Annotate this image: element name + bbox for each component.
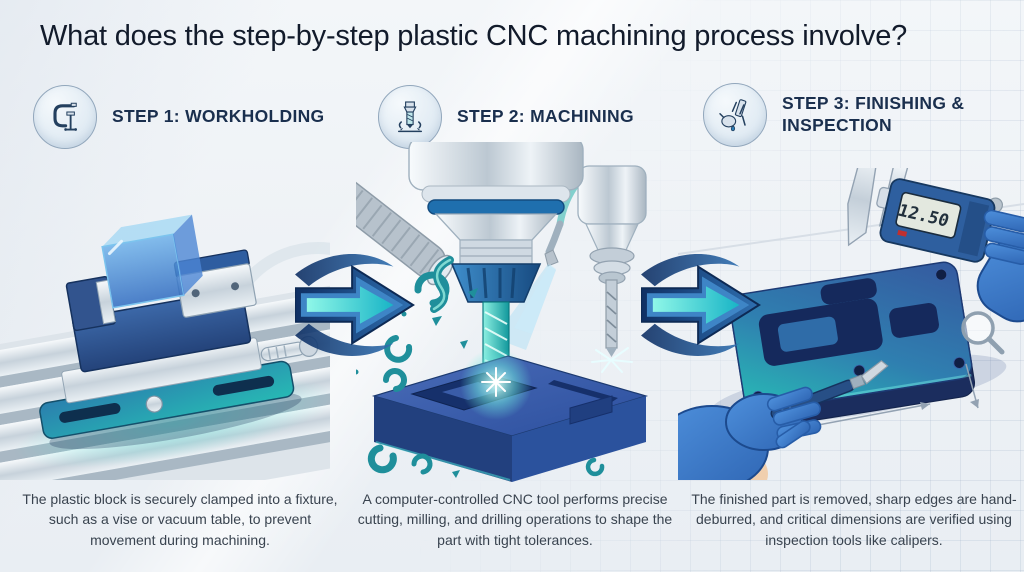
chips bbox=[356, 256, 605, 478]
drill-sparks bbox=[591, 347, 633, 373]
page-title: What does the step-by-step plastic CNC m… bbox=[40, 20, 908, 52]
step1-header: STEP 1: WORKHOLDING bbox=[33, 85, 324, 149]
glove-fingers bbox=[766, 386, 822, 449]
milled-slot bbox=[548, 380, 618, 402]
workpiece-block bbox=[371, 348, 649, 482]
part-pocket-small bbox=[889, 303, 939, 338]
machinist-vise bbox=[39, 214, 319, 450]
caliper-hand-icon-glyph bbox=[719, 99, 747, 132]
caliper-fixed-jaw bbox=[847, 168, 879, 247]
deburring-hand bbox=[678, 360, 889, 480]
base-slot-right bbox=[212, 375, 275, 396]
base-slot-left bbox=[59, 402, 121, 423]
step2-header: STEP 2: MACHINING bbox=[378, 85, 634, 149]
caliper-holding-hand bbox=[976, 209, 1024, 323]
step1-description: The plastic block is securely clamped in… bbox=[22, 491, 338, 548]
step1-label: STEP 1: WORKHOLDING bbox=[112, 106, 325, 127]
workholding-illustration bbox=[0, 214, 330, 480]
arrow-step1-to-step2 bbox=[295, 254, 415, 356]
caliper-hand-icon bbox=[703, 83, 767, 147]
step3-label: STEP 3: FINISHING & INSPECTION bbox=[782, 93, 965, 135]
milled-step bbox=[569, 395, 613, 425]
base-bolt bbox=[145, 395, 163, 413]
spindle-blue-ring bbox=[427, 199, 565, 215]
end-mill-icon bbox=[378, 85, 442, 149]
cutting-sparkle bbox=[481, 367, 511, 397]
arrow-step2-to-step3 bbox=[641, 254, 761, 356]
step2-description: A computer-controlled CNC tool performs … bbox=[357, 491, 673, 548]
part-pocket-top bbox=[820, 278, 877, 305]
vise-shadow bbox=[49, 392, 302, 450]
c-clamp-icon-glyph bbox=[53, 102, 77, 131]
magnifier-icon bbox=[961, 311, 1005, 355]
part-pocket-island bbox=[777, 316, 838, 352]
caliper-power-button bbox=[897, 229, 908, 237]
drill-bit bbox=[605, 279, 618, 357]
c-clamp-icon bbox=[33, 85, 97, 149]
end-mill-icon-glyph bbox=[398, 101, 422, 133]
caliper-grip bbox=[957, 201, 990, 257]
plastic-block bbox=[101, 214, 203, 309]
collet-nut bbox=[450, 263, 542, 303]
step3-description: The finished part is removed, sharp edge… bbox=[691, 491, 1017, 548]
machining-illustration bbox=[356, 142, 649, 482]
step3-header: STEP 3: FINISHING & INSPECTION bbox=[703, 83, 987, 147]
inspection-illustration: 12.50 bbox=[678, 168, 1024, 480]
caliper-lcd bbox=[895, 191, 962, 239]
digital-caliper: 12.50 bbox=[847, 168, 1024, 323]
step2-label: STEP 2: MACHINING bbox=[457, 106, 634, 127]
